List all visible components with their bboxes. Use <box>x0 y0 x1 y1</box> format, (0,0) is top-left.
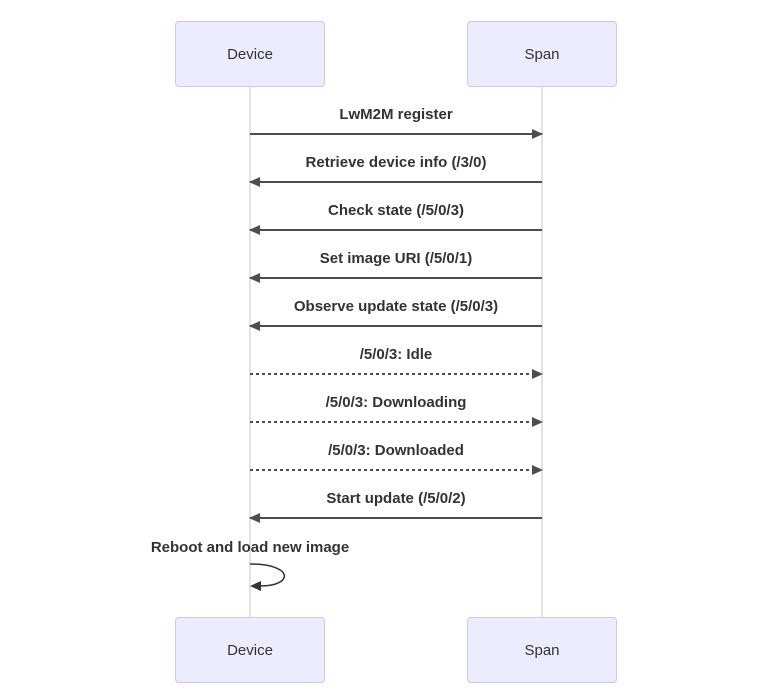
actor-label-span: Span <box>524 641 560 659</box>
message-retrieve-device-info: Retrieve device info (/3/0) <box>249 153 542 187</box>
actor-label-span: Span <box>524 45 560 63</box>
actor-box-device-top: Device <box>175 21 325 87</box>
arrow-line <box>250 369 543 379</box>
arrow-line <box>250 465 543 475</box>
arrow-line <box>249 225 542 235</box>
message-start-update: Start update (/5/0/2) <box>249 489 542 523</box>
arrowhead-left-icon <box>249 177 260 187</box>
message-text: LwM2M register <box>339 106 453 123</box>
actor-box-device-bottom: Device <box>175 617 325 683</box>
message-lwm2m-register: LwM2M register <box>250 105 543 139</box>
arrowhead-right-icon <box>532 369 543 379</box>
actor-label-device: Device <box>227 45 273 63</box>
arrowhead-right-icon <box>532 465 543 475</box>
arrow-line <box>249 513 542 523</box>
message-text: /5/0/3: Downloading <box>325 394 467 411</box>
message-text: Set image URI (/5/0/1) <box>319 250 473 267</box>
message-text: Check state (/5/0/3) <box>328 202 464 219</box>
arrowhead-right-icon <box>532 129 543 139</box>
arrowhead-left-icon <box>249 225 260 235</box>
lifeline-device <box>249 87 251 617</box>
message-state-idle: /5/0/3: Idle <box>250 345 543 379</box>
message-text: Start update (/5/0/2) <box>326 490 466 507</box>
self-loop-arrow-icon <box>249 563 285 591</box>
message-state-downloaded: /5/0/3: Downloaded <box>250 441 543 475</box>
arrowhead-right-icon <box>532 417 543 427</box>
message-text: /5/0/3: Idle <box>359 346 433 363</box>
message-text: Observe update state (/5/0/3) <box>293 298 499 315</box>
arrow-line <box>249 177 542 187</box>
arrow-line <box>250 417 543 427</box>
arrowhead-left-icon <box>249 513 260 523</box>
actor-box-span-bottom: Span <box>467 617 617 683</box>
arrow-line <box>250 129 543 139</box>
arrow-line <box>249 321 542 331</box>
self-message-text: Reboot and load new image <box>150 539 350 556</box>
arrow-line <box>249 273 542 283</box>
arrowhead-left-icon <box>249 321 260 331</box>
actor-box-span-top: Span <box>467 21 617 87</box>
message-text: Retrieve device info (/3/0) <box>305 154 487 171</box>
message-observe-update-state: Observe update state (/5/0/3) <box>249 297 542 331</box>
message-check-state: Check state (/5/0/3) <box>249 201 542 235</box>
message-text: /5/0/3: Downloaded <box>328 442 464 459</box>
message-set-image-uri: Set image URI (/5/0/1) <box>249 249 542 283</box>
lifeline-span <box>541 87 543 617</box>
actor-label-device: Device <box>227 641 273 659</box>
message-state-downloading: /5/0/3: Downloading <box>250 393 543 427</box>
arrowhead-left-icon <box>249 273 260 283</box>
